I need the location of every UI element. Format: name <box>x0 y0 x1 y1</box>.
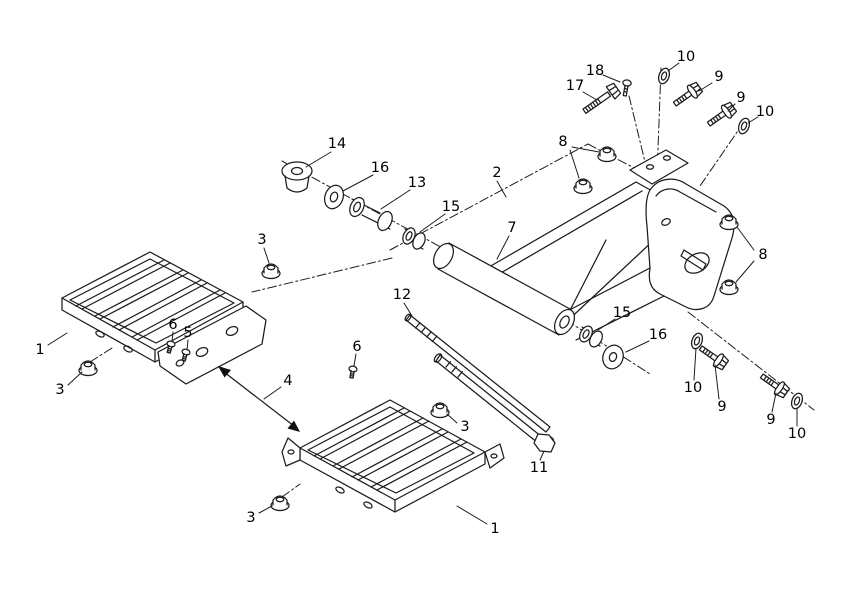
leader-lines <box>47 62 798 525</box>
footrest-upper <box>61 251 267 385</box>
washer-10 <box>788 391 806 411</box>
bushing-15-left <box>402 227 426 250</box>
nut-3 <box>430 402 450 419</box>
nut-8 <box>573 178 593 195</box>
nut-3 <box>78 360 98 377</box>
nut-8 <box>719 279 739 296</box>
washer-16-left <box>323 184 345 210</box>
nut-8 <box>597 146 617 163</box>
interchange-arrow <box>218 366 300 432</box>
screw-6 <box>346 364 359 380</box>
nut-3 <box>261 263 281 280</box>
axle-rod-12 <box>404 313 551 433</box>
bracket-assembly <box>447 149 735 341</box>
footrest-lower <box>281 399 505 513</box>
bracket-upper-tab <box>629 149 689 185</box>
nut-3 <box>270 495 290 512</box>
washer-16-right <box>602 344 624 370</box>
pivot-bolt-11 <box>433 353 556 453</box>
bushing-15-right <box>579 325 603 348</box>
collar-13 <box>349 196 393 232</box>
screw-18 <box>622 79 632 97</box>
washer-10 <box>735 116 753 136</box>
bolt-17 <box>582 82 622 114</box>
bolt-9 <box>669 79 705 111</box>
bolt-9 <box>703 99 739 131</box>
bracket-side-plate <box>645 178 735 311</box>
pivot-tube <box>432 242 576 336</box>
bolt-9 <box>756 369 792 401</box>
bolt-9 <box>695 341 731 373</box>
footrest-upper-mount-plate <box>157 305 267 385</box>
grommet-14 <box>281 161 313 193</box>
